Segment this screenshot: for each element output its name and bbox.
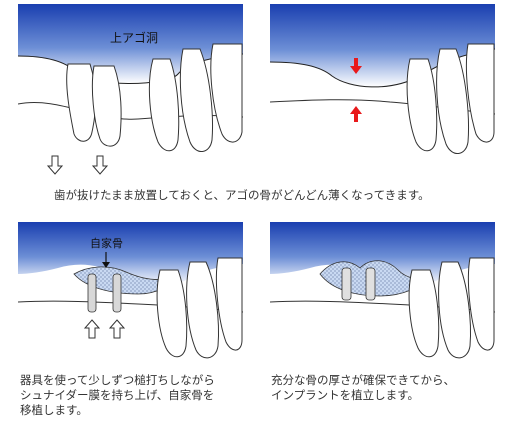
- caption-line: 充分な骨の厚さが確保できてから、: [271, 373, 455, 387]
- osteotome-instrument: [87, 273, 122, 313]
- panel-thin-bone: [270, 4, 495, 184]
- red-arrow-icon: [350, 58, 362, 122]
- caption-line: インプラントを植立します。: [271, 388, 420, 402]
- teeth: [408, 257, 495, 359]
- hollow-up-arrow-icon: [83, 319, 126, 339]
- panel-tooth-loss: 上アゴ洞: [18, 4, 243, 184]
- caption-implant-placement: 充分な骨の厚さが確保できてから、 インプラントを植立します。: [271, 373, 455, 403]
- sinus-label: 上アゴ洞: [110, 30, 158, 45]
- maxillary-sinus: [18, 222, 243, 286]
- caption-tooth-loss: 歯が抜けたまま放置しておくと、アゴの骨がどんどん薄くなってきます。: [54, 188, 430, 202]
- panel-bone-graft: 自家骨: [18, 222, 243, 367]
- caption-line: 移植します。: [20, 403, 88, 417]
- caption-line: 器具を使って少しずつ槌打ちしながら: [20, 373, 215, 387]
- maxillary-sinus: [270, 222, 495, 286]
- implant-icon: [341, 267, 376, 301]
- hollow-down-arrow-icon: [46, 155, 109, 175]
- autogenous-bone-label: 自家骨: [90, 236, 123, 250]
- teeth: [156, 257, 243, 359]
- caption-line: シュナイダー膜を持ち上げ、自家骨を: [20, 388, 215, 402]
- teeth: [66, 43, 243, 152]
- caption-bone-graft: 器具を使って少しずつ槌打ちしながら シュナイダー膜を持ち上げ、自家骨を 移植しま…: [20, 373, 215, 418]
- panel-implant-placement: [270, 222, 495, 367]
- maxillary-sinus: [270, 4, 495, 87]
- teeth: [406, 43, 495, 154]
